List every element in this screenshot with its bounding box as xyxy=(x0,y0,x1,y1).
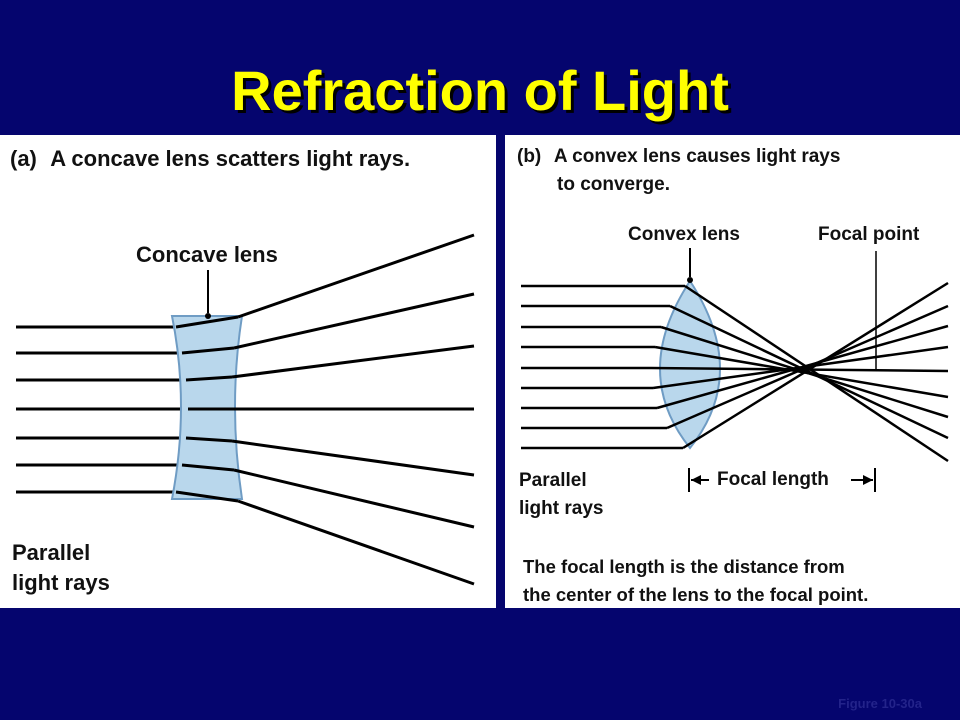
figure-credit: Figure 10-30a xyxy=(838,696,922,711)
focal-length-definition-line1: The focal length is the distance from xyxy=(523,556,845,577)
concave-lens-diagram xyxy=(16,233,475,586)
cray-out-2 xyxy=(669,304,949,440)
ray-out-5 xyxy=(231,439,475,477)
concave-parallel-rays-label: Parallel light rays xyxy=(12,538,110,598)
concave-parallel-line1: Parallel xyxy=(12,540,91,565)
concave-lens-panel: (a) A concave lens scatters light rays. … xyxy=(0,135,496,608)
convex-parallel-rays-label: Parallel light rays xyxy=(519,467,603,523)
concave-caption-term: concave lens xyxy=(71,146,210,171)
convex-lens-label: Convex lens xyxy=(628,224,740,245)
concave-incoming-rays xyxy=(16,325,188,494)
ray-mid-7 xyxy=(175,490,239,503)
convex-caption-line1: (b) A convex lens causes light rays xyxy=(517,143,957,171)
concave-label-dot xyxy=(205,313,211,319)
slide-title: Refraction of Light xyxy=(231,59,729,122)
cray-out-8 xyxy=(666,304,949,430)
focal-length-definition-line2: the center of the lens to the focal poin… xyxy=(523,584,869,605)
concave-caption: (a) A concave lens scatters light rays. xyxy=(10,146,496,172)
convex-caption-term: convex lens xyxy=(572,146,681,167)
concave-caption-post: scatters light rays. xyxy=(215,146,411,171)
cray-out-9 xyxy=(682,281,949,450)
focal-length-right-arrow xyxy=(863,475,873,485)
ray-mid-5 xyxy=(185,436,233,443)
ray-out-1 xyxy=(237,233,475,319)
cray-out-4 xyxy=(654,345,949,399)
convex-caption-tag: (b) xyxy=(517,146,542,167)
focal-length-definition: The focal length is the distance from th… xyxy=(523,553,868,609)
ray-mid-1 xyxy=(175,315,239,329)
concave-outgoing-rays xyxy=(231,233,475,586)
ray-mid-2 xyxy=(181,346,235,355)
cray-out-7 xyxy=(656,324,949,410)
ray-mid-3 xyxy=(185,375,233,382)
convex-lens-diagram xyxy=(521,248,949,492)
convex-parallel-line2: light rays xyxy=(519,498,604,519)
convex-label-dot xyxy=(687,277,693,283)
convex-caption-pre: A xyxy=(553,146,567,167)
ray-out-6 xyxy=(233,468,475,529)
concave-lens-label: Concave lens xyxy=(136,242,278,267)
focal-length-left-arrow xyxy=(691,475,701,485)
ray-out-3 xyxy=(231,344,475,379)
concave-internal-rays xyxy=(175,315,239,503)
convex-parallel-line1: Parallel xyxy=(519,470,587,491)
concave-caption-pre: A xyxy=(50,146,66,171)
concave-caption-tag: (a) xyxy=(10,146,37,171)
ray-mid-6 xyxy=(181,463,235,472)
convex-lens-panel: (b) A convex lens causes light rays to c… xyxy=(505,135,960,608)
ray-out-7 xyxy=(237,499,475,586)
focal-point-label: Focal point xyxy=(818,224,920,245)
convex-converging-rays xyxy=(650,281,949,463)
ray-out-2 xyxy=(233,292,475,350)
focal-length-label: Focal length xyxy=(717,469,829,490)
convex-caption-post: causes light rays xyxy=(686,146,841,167)
concave-parallel-line2: light rays xyxy=(12,570,110,595)
convex-caption-line2: to converge. xyxy=(557,174,670,195)
convex-caption: (b) A convex lens causes light rays to c… xyxy=(517,143,957,199)
convex-incoming-rays xyxy=(521,284,685,450)
